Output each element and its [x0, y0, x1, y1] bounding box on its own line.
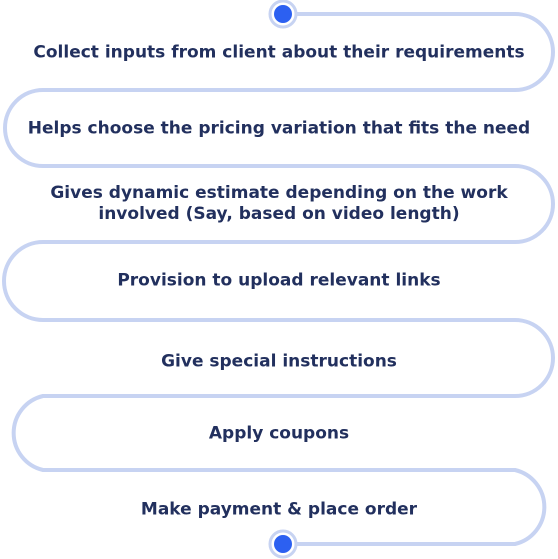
- end-dot: [268, 529, 298, 559]
- step-make-payment: Make payment & place order: [0, 500, 558, 521]
- step-text: Collect inputs from client about their r…: [33, 42, 525, 63]
- step-text: Provision to upload relevant links: [117, 270, 441, 291]
- step-text: Give special instructions: [161, 351, 397, 372]
- step-dynamic-estimate: Gives dynamic estimate depending on the …: [0, 183, 558, 225]
- step-apply-coupons: Apply coupons: [0, 424, 558, 445]
- step-collect-inputs: Collect inputs from client about their r…: [0, 43, 558, 64]
- step-text-line-2: involved (Say, based on video length): [98, 204, 460, 224]
- step-upload-links: Provision to upload relevant links: [0, 271, 558, 292]
- serpentine-path: [2, 12, 555, 546]
- start-dot: [268, 0, 298, 29]
- step-special-instructions: Give special instructions: [0, 352, 558, 373]
- step-pricing-variation: Helps choose the pricing variation that …: [0, 119, 558, 140]
- step-text: Make payment & place order: [140, 499, 418, 520]
- step-text-line-1: Gives dynamic estimate depending on the …: [50, 183, 508, 203]
- step-text: Apply coupons: [208, 423, 350, 444]
- step-text: Helps choose the pricing variation that …: [27, 118, 531, 139]
